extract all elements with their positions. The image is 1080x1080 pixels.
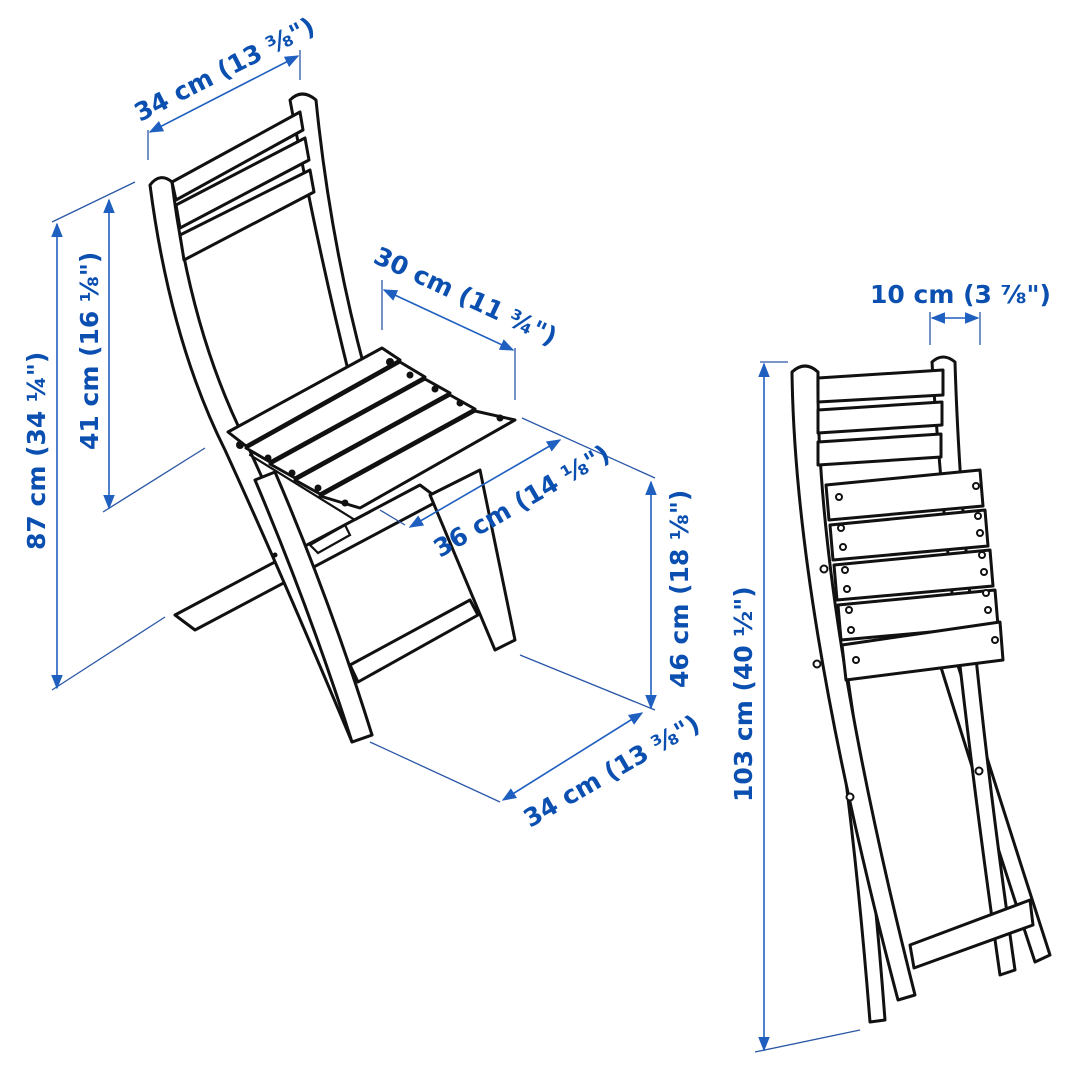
dimension-seat-height: 46 cm (18 ⅛"): [519, 480, 694, 711]
dimension-base-depth: 34 cm (13 ⅜"): [369, 709, 705, 833]
label-total-height: 87 cm (34 ¼"): [22, 352, 51, 550]
label-folded-height: 103 cm (40 ½"): [729, 586, 758, 802]
dimension-backrest-height: 41 cm (16 ⅛"): [75, 198, 206, 513]
label-folded-depth: 10 cm (3 ⅞"): [870, 280, 1051, 309]
label-seat-height: 46 cm (18 ⅛"): [665, 490, 694, 688]
folded-chair-drawing: [790, 355, 1052, 1024]
dimension-folded-height: 103 cm (40 ½"): [729, 361, 861, 1053]
dimension-total-height: 87 cm (34 ¼"): [22, 181, 166, 691]
label-backrest-height: 41 cm (16 ⅛"): [75, 252, 104, 450]
label-base-depth: 34 cm (13 ⅜"): [519, 709, 705, 833]
dimension-folded-depth: 10 cm (3 ⅞"): [870, 280, 1051, 345]
unfolded-chair-drawing: [148, 92, 517, 744]
